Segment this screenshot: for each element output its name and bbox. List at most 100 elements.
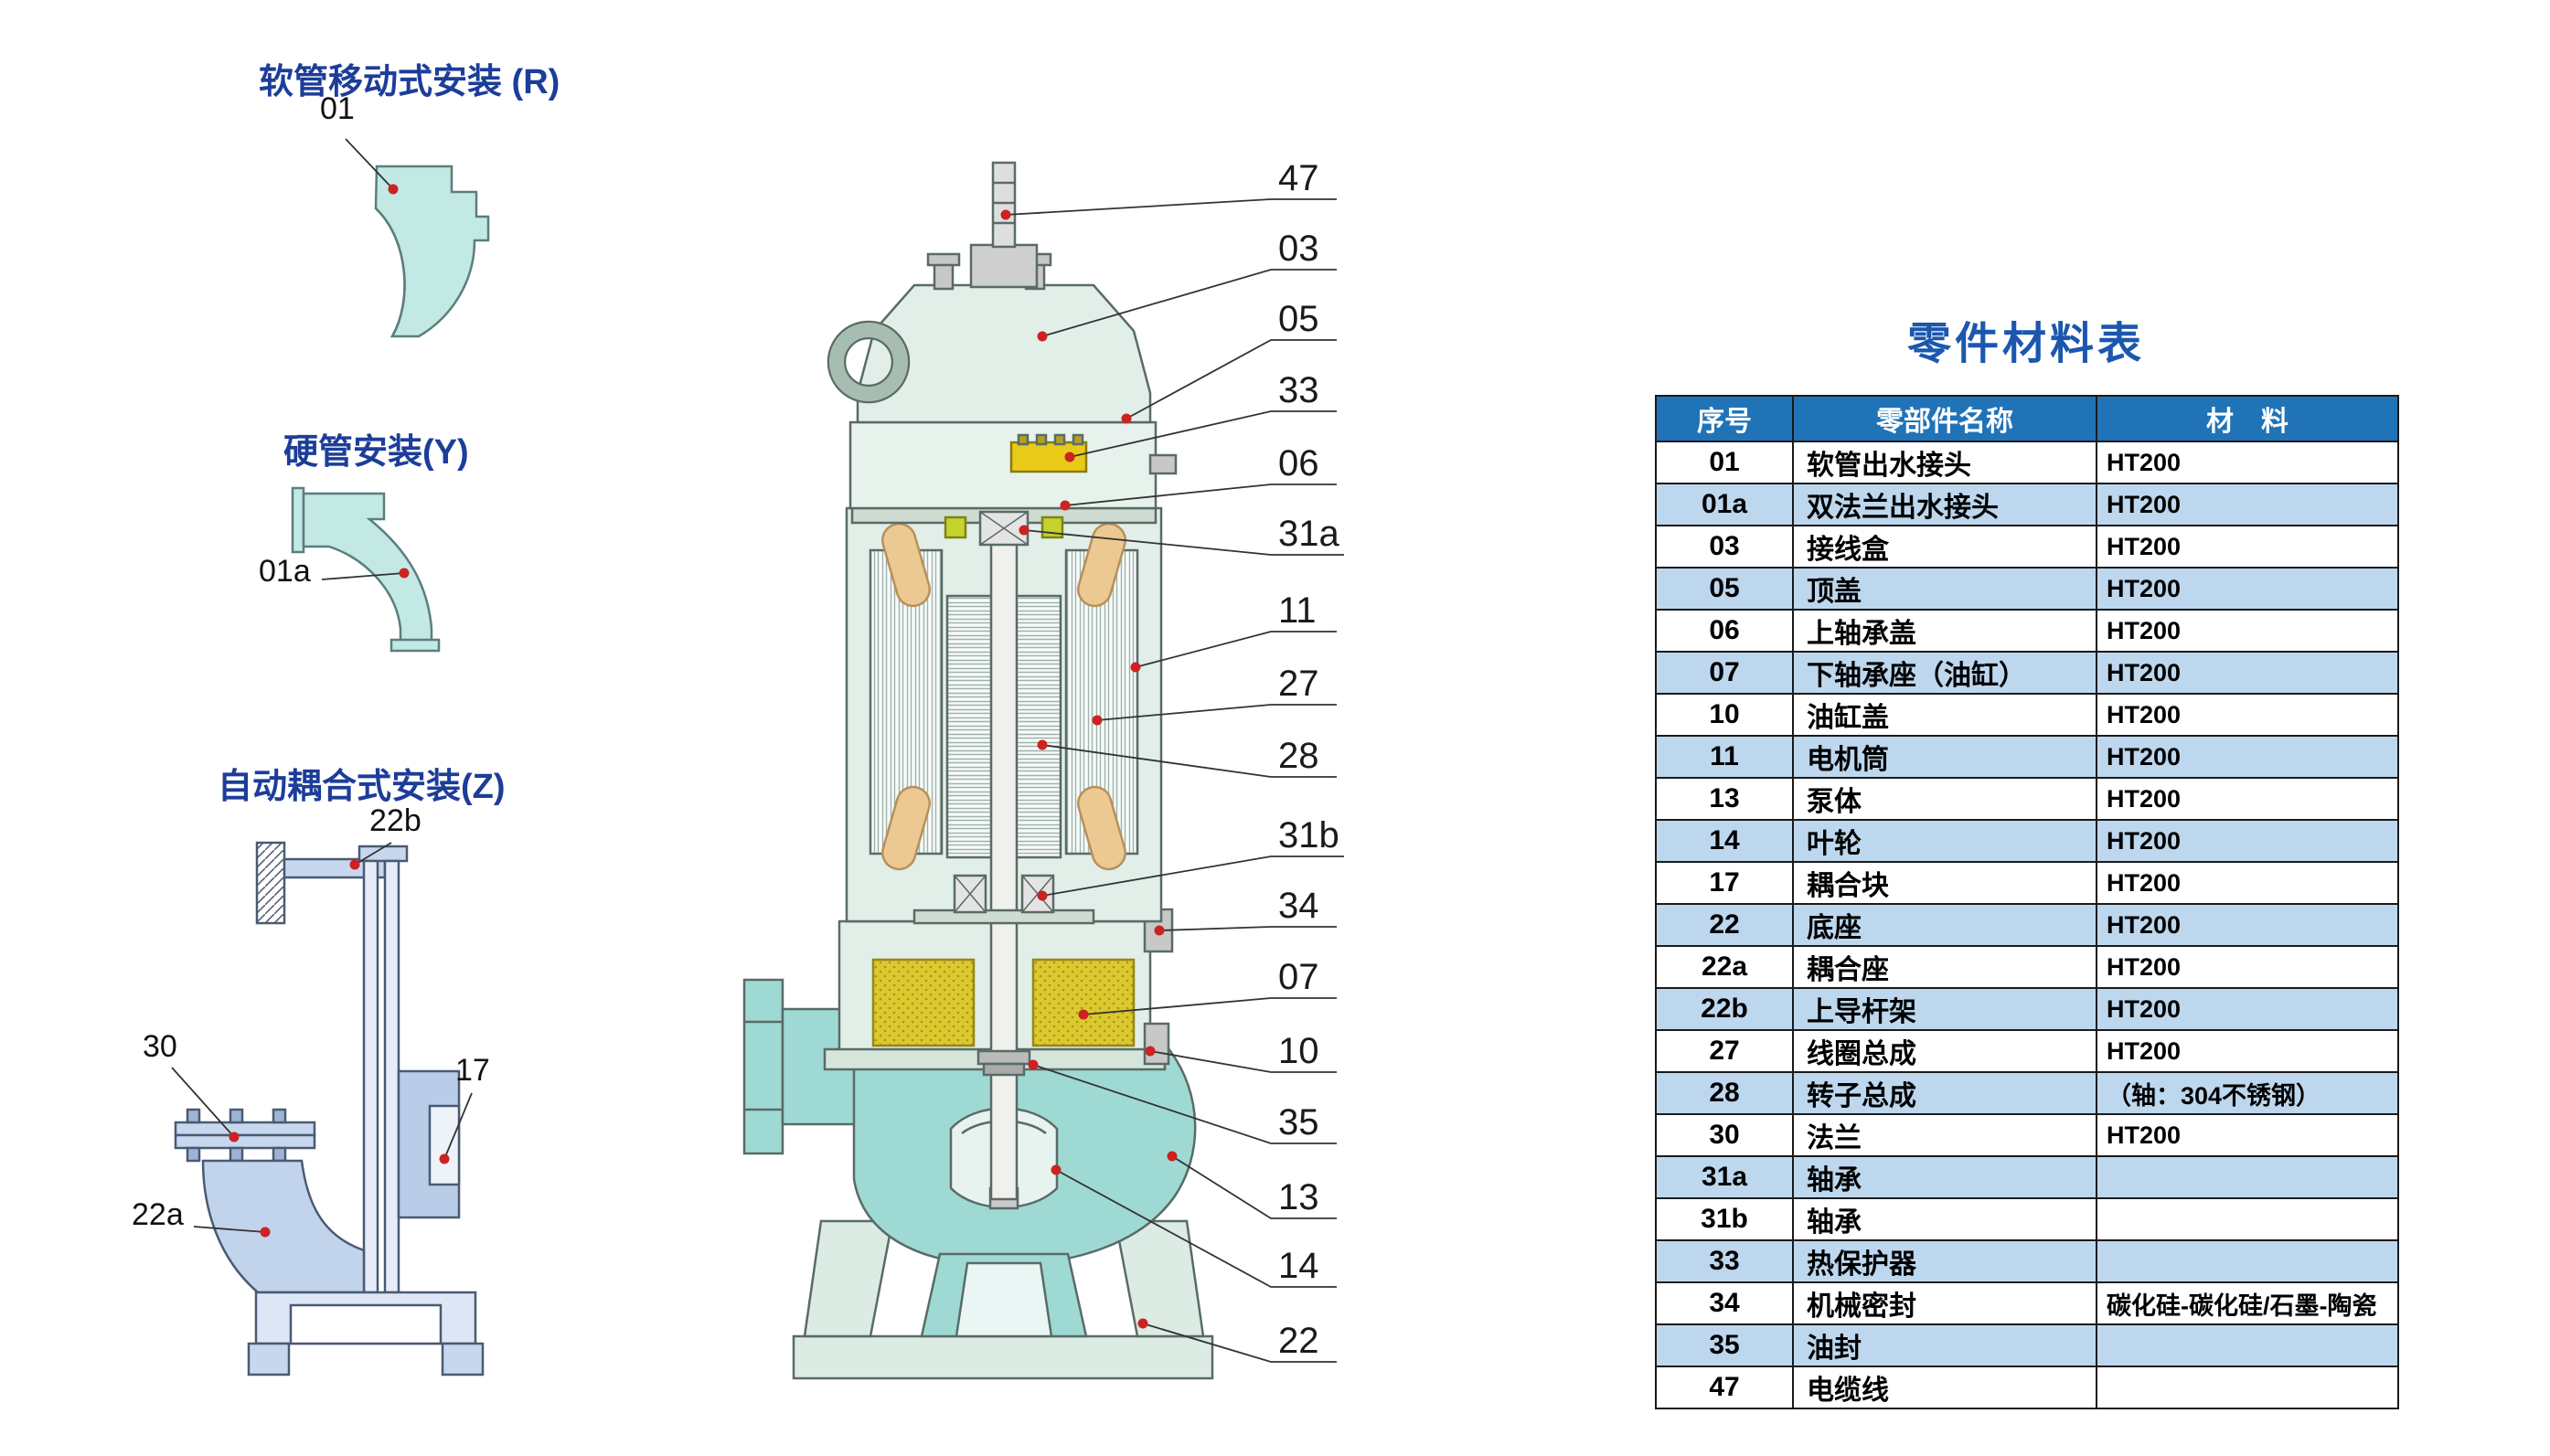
part-name-cell: 上导杆架: [1792, 987, 2097, 1031]
part-material-cell: 碳化硅-碳化硅/石墨-陶瓷: [2096, 1281, 2399, 1325]
installation-title-auto-coupling: 自动耦合式安装(Z): [218, 768, 506, 806]
part-number-cell: 14: [1655, 819, 1794, 863]
pump-cross-section: [742, 161, 1214, 1380]
top-cover: [856, 283, 1152, 424]
part-number-cell: 30: [1655, 1113, 1794, 1157]
part-number-cell: 28: [1655, 1071, 1794, 1115]
part-number-cell: 27: [1655, 1029, 1794, 1073]
guide-rail: [383, 859, 400, 1294]
part-number-cell: 01: [1655, 441, 1794, 484]
part-material-cell: HT200: [2096, 777, 2399, 821]
junction-box: [848, 420, 1158, 510]
part-number-cell: 13: [1655, 777, 1794, 821]
callout-35: 35: [1278, 1102, 1319, 1142]
part-number-cell: 33: [1655, 1239, 1794, 1283]
part-name-cell: 耦合座: [1792, 945, 2097, 989]
part-number-cell: 22b: [1655, 987, 1794, 1031]
part-material-cell: HT200: [2096, 651, 2399, 695]
part-number-cell: 22: [1655, 903, 1794, 947]
part-name-cell: 叶轮: [1792, 819, 2097, 863]
part-name-cell: 底座: [1792, 903, 2097, 947]
part-number-cell: 22a: [1655, 945, 1794, 989]
part-label-22b: 22b: [369, 803, 421, 838]
part-number-cell: 06: [1655, 609, 1794, 653]
part-material-cell: HT200: [2096, 1029, 2399, 1073]
part-label-22a: 22a: [132, 1197, 184, 1232]
part-material-cell: HT200: [2096, 1113, 2399, 1157]
part-name-cell: 上轴承盖: [1792, 609, 2097, 653]
discharge-flange: [742, 978, 784, 1155]
part-name-cell: 耦合块: [1792, 861, 2097, 905]
part-name-cell: 泵体: [1792, 777, 2097, 821]
callout-05: 05: [1278, 299, 1319, 339]
part-number-cell: 05: [1655, 567, 1794, 611]
wall-anchor: [255, 841, 286, 925]
part-material-cell: [2096, 1323, 2399, 1367]
callout-31b: 31b: [1278, 815, 1339, 856]
part-name-cell: 软管出水接头: [1792, 441, 2097, 484]
part-label-17: 17: [455, 1053, 490, 1088]
rigid-pipe-installation-elbow: [291, 486, 441, 653]
base: [792, 1334, 1214, 1380]
part-name-cell: 法兰: [1792, 1113, 2097, 1157]
part-material-cell: HT200: [2096, 483, 2399, 526]
part-label-01: 01: [320, 91, 355, 126]
part-material-cell: HT200: [2096, 693, 2399, 737]
callout-34: 34: [1278, 886, 1319, 926]
parts-table-title: 零件材料表: [1906, 320, 2145, 368]
oil-seal-block: [1031, 958, 1136, 1047]
installation-title-rigid-pipe: 硬管安装(Y): [283, 433, 469, 472]
hose-installation-elbow: [374, 165, 490, 338]
part-number-cell: 35: [1655, 1323, 1794, 1367]
part-number-cell: 10: [1655, 693, 1794, 737]
part-label-01a: 01a: [259, 554, 311, 589]
callout-28: 28: [1278, 736, 1319, 776]
callout-13: 13: [1278, 1177, 1319, 1217]
callout-47: 47: [1278, 158, 1319, 198]
part-material-cell: HT200: [2096, 987, 2399, 1031]
callout-27: 27: [1278, 664, 1319, 704]
part-name-cell: 线圈总成: [1792, 1029, 2097, 1073]
oil-seal-block: [871, 958, 976, 1047]
callout-03: 03: [1278, 228, 1319, 269]
parts-table-header-row: 序号 零部件名称 材 料: [1655, 395, 2399, 442]
part-number-cell: 34: [1655, 1281, 1794, 1325]
part-number-cell: 11: [1655, 735, 1794, 779]
part-name-cell: 轴承: [1792, 1197, 2097, 1241]
part-material-cell: HT200: [2096, 567, 2399, 611]
installation-title-hose: 软管移动式安装 (R): [259, 63, 560, 101]
part-material-cell: HT200: [2096, 441, 2399, 484]
part-name-cell: 油封: [1792, 1323, 2097, 1367]
callout-markers: [229, 184, 1178, 1329]
part-material-cell: HT200: [2096, 735, 2399, 779]
part-material-cell: HT200: [2096, 525, 2399, 569]
callout-10: 10: [1278, 1031, 1319, 1071]
part-name-cell: 油缸盖: [1792, 693, 2097, 737]
auto-coupling-installation: [174, 841, 485, 1376]
part-material-cell: HT200: [2096, 903, 2399, 947]
callout-07: 07: [1278, 957, 1319, 997]
part-material-cell: HT200: [2096, 819, 2399, 863]
column-header-number: 序号: [1655, 395, 1794, 442]
part-name-cell: 电机筒: [1792, 735, 2097, 779]
coupling-elbow: [201, 1159, 366, 1294]
